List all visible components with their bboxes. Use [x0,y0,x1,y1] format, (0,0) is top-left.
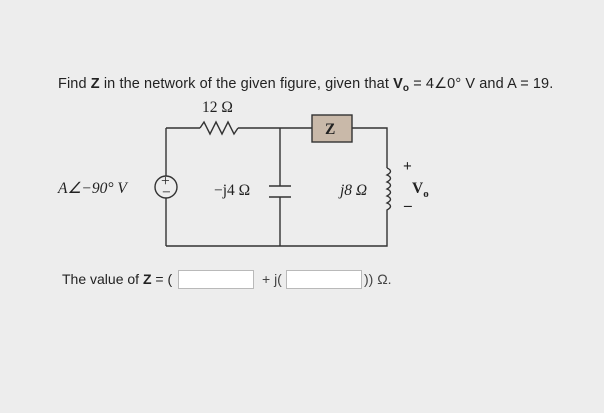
real-part-input[interactable] [178,270,254,289]
answer-variable: Z [142,271,152,287]
imaginary-part-input[interactable] [286,270,362,289]
variable-vo: Vo [393,76,410,94]
variable-z: Z [90,76,100,92]
source-label: A∠−90° V [57,180,128,197]
voltage-source [154,175,178,199]
problem-middle: in the network of the given figure, give… [99,76,394,92]
answer-close: )) Ω. [364,271,392,287]
source-minus: − [162,184,171,201]
problem-prefix: Find [58,76,91,92]
vo-label: Vo [412,180,429,200]
vo-plus: + [403,158,412,175]
resistor-label: 12 Ω [202,99,233,116]
impedance-label: Z [325,121,335,138]
inductor-label: j8 Ω [338,182,367,199]
imag-separator: + j( [262,271,282,287]
vo-minus: – [403,197,412,214]
problem-condition: = 4∠0° V and A = 19. [409,76,554,92]
inductor-j8 [385,167,392,214]
capacitor-label: −j4 Ω [214,182,250,199]
resistor-12-ohm [199,120,239,136]
answer-prompt: The value of Z = ( [62,271,173,287]
impedance-box [311,114,353,143]
source-plus: + [161,173,170,190]
problem-statement: Find Z in the network of the given figur… [58,76,553,94]
